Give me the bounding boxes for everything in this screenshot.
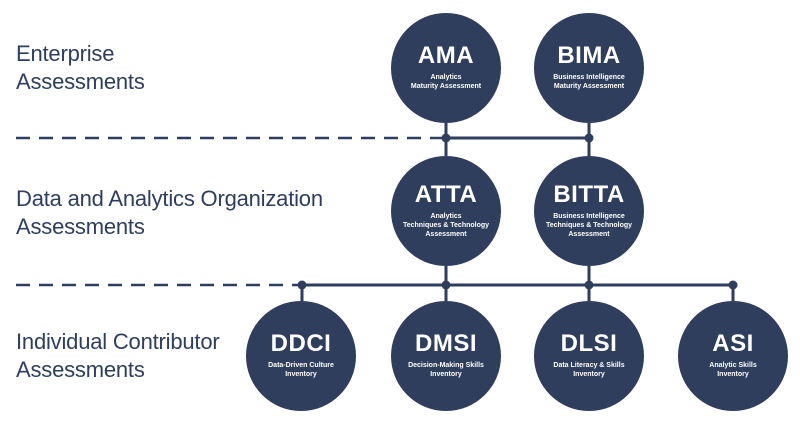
- tier-label-line: Enterprise: [16, 41, 115, 66]
- node-description: Decision-Making Skills Inventory: [408, 362, 484, 378]
- node-bitta: BITTA Business Intelligence Techniques &…: [534, 156, 644, 266]
- tier-label-line: Assessments: [16, 357, 145, 382]
- tier-label-line: Assessments: [16, 214, 145, 239]
- node-bima: BIMA Business Intelligence Maturity Asse…: [534, 13, 644, 123]
- node-description: Analytic Skills Inventory: [709, 362, 757, 378]
- junction-dot: [584, 133, 594, 143]
- junction-dot: [728, 280, 738, 290]
- junction-dot: [584, 280, 594, 290]
- node-abbr: DLSI: [560, 330, 618, 357]
- node-abbr: AMA: [417, 42, 475, 69]
- node-asi: ASI Analytic Skills Inventory: [678, 301, 788, 411]
- tier-label-enterprise: Enterprise Assessments: [16, 40, 145, 96]
- node-abbr: DMSI: [415, 330, 477, 357]
- node-description: Analytics Maturity Assessment: [410, 74, 482, 90]
- node-abbr: DDCI: [270, 330, 332, 357]
- tier-label-line: Data and Analytics Organization: [16, 186, 323, 211]
- junction-dot: [441, 133, 451, 143]
- node-ddci: DDCI Data-Driven Culture Inventory: [246, 301, 356, 411]
- node-description: Analytics Techniques & Technology Assess…: [402, 213, 490, 238]
- tier-label-line: Individual Contributor: [16, 329, 220, 354]
- node-description: Data-Driven Culture Inventory: [268, 362, 334, 378]
- junction-dot: [441, 280, 451, 290]
- tier-label-organization: Data and Analytics Organization Assessme…: [16, 185, 323, 241]
- node-abbr: ATTA: [414, 181, 478, 208]
- node-abbr: BITTA: [553, 181, 625, 208]
- tier-label-individual: Individual Contributor Assessments: [16, 328, 220, 384]
- node-ama: AMA Analytics Maturity Assessment: [391, 13, 501, 123]
- node-description: Data Literacy & Skills Inventory: [553, 362, 625, 378]
- node-description: Business Intelligence Techniques & Techn…: [545, 213, 633, 238]
- node-dmsi: DMSI Decision-Making Skills Inventory: [391, 301, 501, 411]
- node-abbr: BIMA: [557, 42, 621, 69]
- node-description: Business Intelligence Maturity Assessmen…: [553, 74, 625, 90]
- node-abbr: ASI: [712, 330, 754, 357]
- node-dlsi: DLSI Data Literacy & Skills Inventory: [534, 301, 644, 411]
- tier-label-line: Assessments: [16, 69, 145, 94]
- junction-dot: [297, 280, 307, 290]
- node-atta: ATTA Analytics Techniques & Technology A…: [391, 156, 501, 266]
